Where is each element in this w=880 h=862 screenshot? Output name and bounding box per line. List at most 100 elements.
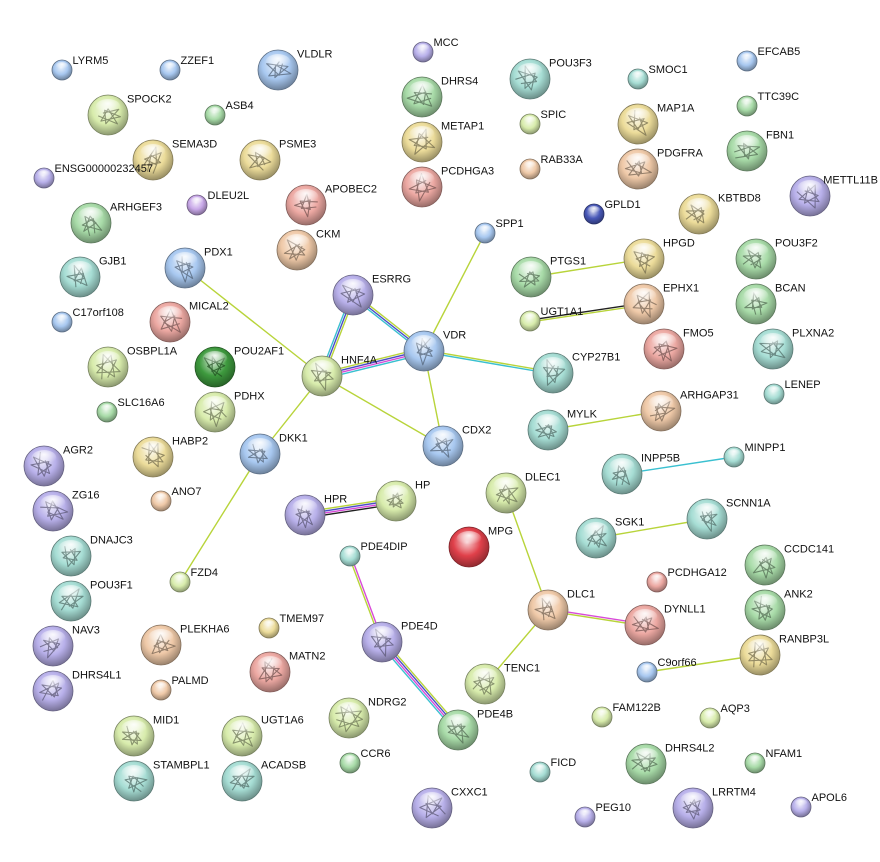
node-CDX2[interactable]: CDX2 [422,425,491,467]
node-DNAJC3[interactable]: DNAJC3 [50,535,133,577]
node-PEG10[interactable]: PEG10 [574,802,631,828]
node-MID1[interactable]: MID1 [113,715,179,757]
edge-VDR-CYP27B1[interactable] [423,349,554,375]
edge-VDR-SPP1[interactable] [423,232,486,352]
node-ANK2[interactable]: ANK2 [744,589,813,631]
node-POU3F2[interactable]: POU3F2 [735,238,818,280]
node-HNF4A[interactable]: HNF4A [301,355,378,397]
edge-DLEC1-DLC1[interactable] [505,492,549,611]
node-ASB4[interactable]: ASB4 [204,100,254,126]
node-SPP1[interactable]: SPP1 [474,218,524,244]
node-PDE4DIP[interactable]: PDE4DIP [339,541,408,567]
node-C9orf66[interactable]: C9orf66 [636,657,697,683]
node-VDR[interactable]: VDR [403,330,466,372]
node-ESRRG[interactable]: ESRRG [332,274,411,316]
node-PLEKHA6[interactable]: PLEKHA6 [140,624,230,666]
node-FMO5[interactable]: FMO5 [643,328,714,370]
node-EPHX1[interactable]: EPHX1 [623,283,699,325]
node-LENEP[interactable]: LENEP [763,379,821,405]
node-MATN2[interactable]: MATN2 [249,651,325,693]
node-PDGFRA[interactable]: PDGFRA [617,148,704,190]
node-FBN1[interactable]: FBN1 [726,130,794,172]
node-DKK1[interactable]: DKK1 [239,433,308,475]
node-PALMD[interactable]: PALMD [150,675,209,701]
node-NFAM1[interactable]: NFAM1 [744,748,802,774]
node-DLC1[interactable]: DLC1 [527,589,595,631]
node-FZD4[interactable]: FZD4 [169,567,218,593]
node-TMEM97[interactable]: TMEM97 [258,613,324,639]
node-SLC16A6[interactable]: SLC16A6 [96,397,165,423]
node-HPR[interactable]: HPR [284,494,347,536]
node-ANO7[interactable]: ANO7 [150,486,201,512]
node-MINPP1[interactable]: MINPP1 [723,442,785,468]
node-CKM[interactable]: CKM [276,229,340,271]
node-SCNN1A[interactable]: SCNN1A [686,498,771,540]
node-PDHX[interactable]: PDHX [194,391,265,433]
node-AGR2[interactable]: AGR2 [23,445,93,487]
node-SMOC1[interactable]: SMOC1 [627,64,688,90]
node-FICD[interactable]: FICD [529,757,576,783]
node-KBTBD8[interactable]: KBTBD8 [678,193,761,235]
node-NAV3[interactable]: NAV3 [32,625,100,667]
node-METTL11B[interactable]: METTL11B [789,175,878,217]
node-UGT1A1[interactable]: UGT1A1 [519,306,583,332]
edge-PDX1-HNF4A[interactable] [184,267,323,377]
node-PDX1[interactable]: PDX1 [164,247,233,289]
node-CCR6[interactable]: CCR6 [339,748,390,774]
node-BCAN[interactable]: BCAN [735,283,806,325]
node-PDE4D[interactable]: PDE4D [361,621,438,663]
edge-HNF4A-CDX2[interactable] [321,375,444,447]
node-HPGD[interactable]: HPGD [623,238,695,280]
node-SEMA3D[interactable]: SEMA3D [132,139,217,181]
node-DHRS4L1[interactable]: DHRS4L1 [32,670,122,712]
node-PDE4B[interactable]: PDE4B [437,709,513,751]
node-CXXC1[interactable]: CXXC1 [411,787,488,829]
node-DHRS4L2[interactable]: DHRS4L2 [625,743,715,785]
node-MYLK[interactable]: MYLK [527,409,598,451]
node-POU2AF1[interactable]: POU2AF1 [194,346,284,388]
node-LYRM5[interactable]: LYRM5 [51,55,108,81]
node-MAP1A[interactable]: MAP1A [617,103,695,145]
node-EFCAB5[interactable]: EFCAB5 [736,46,800,72]
node-ARHGEF3[interactable]: ARHGEF3 [70,202,162,244]
node-LRRTM4[interactable]: LRRTM4 [672,787,756,829]
node-MPG[interactable]: MPG [448,526,513,568]
node-DLEU2L[interactable]: DLEU2L [186,190,249,216]
node-DHRS4[interactable]: DHRS4 [401,76,478,118]
node-VLDLR[interactable]: VLDLR [257,49,333,91]
node-ZG16[interactable]: ZG16 [32,490,100,532]
node-MICAL2[interactable]: MICAL2 [149,301,229,343]
edge-DKK1-FZD4[interactable] [179,453,261,583]
node-ARHGAP31[interactable]: ARHGAP31 [640,390,739,432]
node-GPLD1[interactable]: GPLD1 [583,199,641,225]
node-HABP2[interactable]: HABP2 [132,436,208,478]
node-ACADSB[interactable]: ACADSB [221,760,306,802]
node-PTGS1[interactable]: PTGS1 [510,256,586,298]
node-TTC39C[interactable]: TTC39C [736,91,799,117]
node-CCDC141[interactable]: CCDC141 [744,544,834,586]
node-POU3F3[interactable]: POU3F3 [509,58,592,100]
node-UGT1A6[interactable]: UGT1A6 [221,715,304,757]
node-POU3F1[interactable]: POU3F1 [50,580,133,622]
node-PCDHGA12[interactable]: PCDHGA12 [646,567,727,593]
node-INPP5B[interactable]: INPP5B [601,453,680,495]
node-FAM122B[interactable]: FAM122B [591,702,661,728]
node-APOL6[interactable]: APOL6 [790,792,847,818]
node-METAP1[interactable]: METAP1 [401,121,484,163]
node-OSBPL1A[interactable]: OSBPL1A [87,346,178,388]
node-GJB1[interactable]: GJB1 [59,256,127,298]
node-APOBEC2[interactable]: APOBEC2 [285,184,377,226]
node-C17orf108[interactable]: C17orf108 [51,307,124,333]
node-RAB33A[interactable]: RAB33A [519,154,583,180]
node-SGK1[interactable]: SGK1 [575,517,644,559]
node-DYNLL1[interactable]: DYNLL1 [624,604,706,646]
node-TENC1[interactable]: TENC1 [464,663,540,705]
node-HP[interactable]: HP [375,480,430,522]
node-NDRG2[interactable]: NDRG2 [328,697,407,739]
node-MCC[interactable]: MCC [412,37,459,63]
node-ZZEF1[interactable]: ZZEF1 [159,55,214,81]
node-PLXNA2[interactable]: PLXNA2 [752,328,834,370]
node-RANBP3L[interactable]: RANBP3L [739,634,829,676]
node-AQP3[interactable]: AQP3 [699,703,750,729]
node-SPOCK2[interactable]: SPOCK2 [87,94,172,136]
